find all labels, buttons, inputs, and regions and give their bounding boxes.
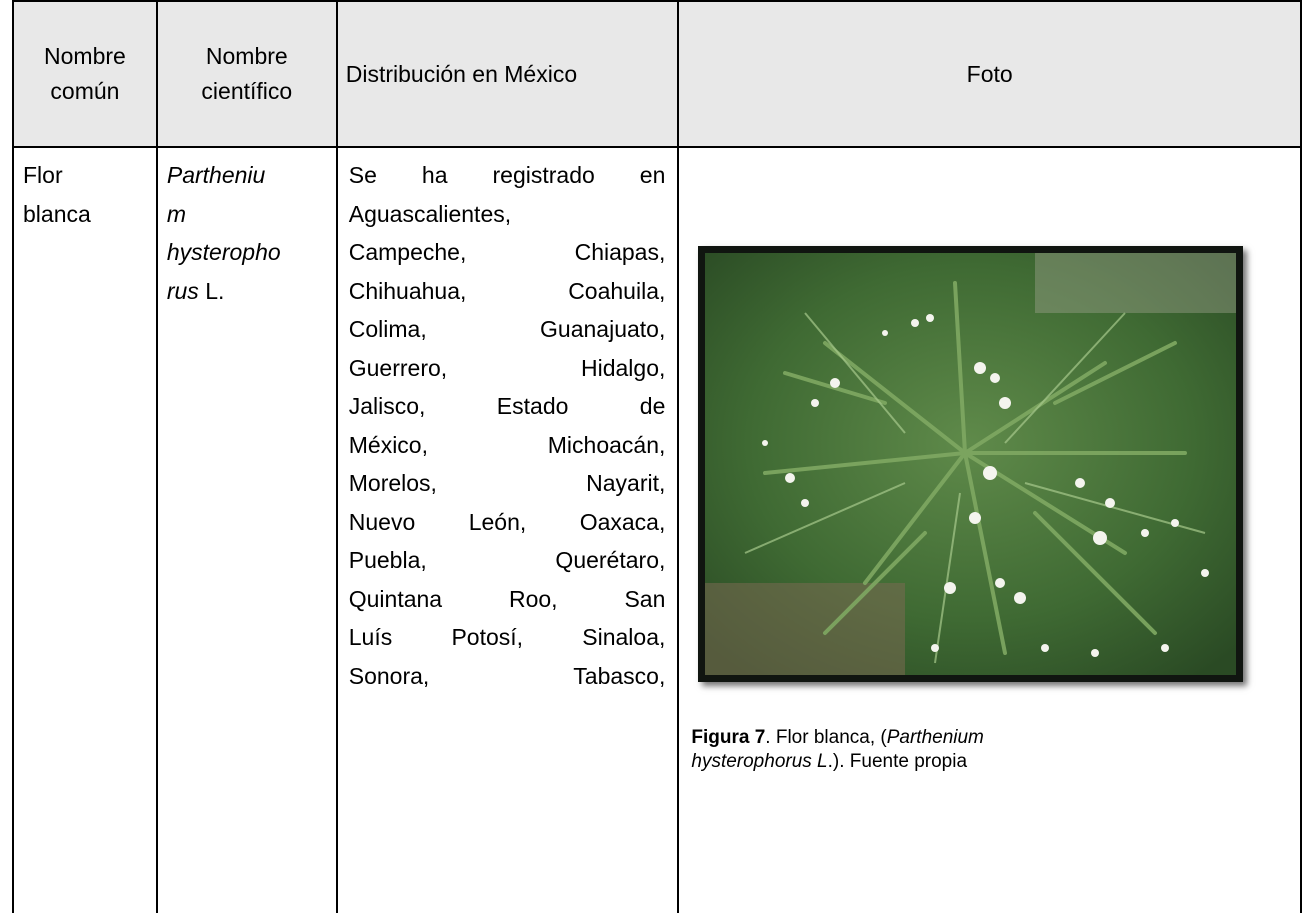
distribution-line: Morelos, Nayarit,	[348, 470, 666, 496]
distribution-line: Se ha registrado en	[348, 162, 666, 188]
header-photo: Foto	[677, 0, 1302, 148]
distribution-line: Quintana Roo, San	[348, 585, 666, 612]
table-row: Flor blanca Partheniu m hysteropho rus L…	[12, 146, 1302, 913]
distribution-line: México, Michoacán,	[348, 431, 666, 458]
header-scientific-name: Nombre científico	[155, 0, 338, 148]
distribution-line: Nuevo León, Oaxaca,	[348, 508, 666, 535]
distribution-line: Campeche, Chiapas,	[348, 239, 666, 265]
plant-photo-image	[705, 253, 1237, 675]
header-distribution: Distribución en México	[335, 0, 680, 148]
cell-scientific-name: Partheniu m hysteropho rus L.	[155, 146, 338, 913]
distribution-line: Guerrero, Hidalgo,	[348, 354, 666, 381]
cell-common-name: Flor blanca	[12, 146, 158, 913]
distribution-line: Aguascalientes,	[348, 200, 512, 227]
distribution-line: Jalisco, Estado de	[348, 393, 666, 419]
header-common-name: Nombre común	[12, 0, 158, 148]
distribution-line: Puebla, Querétaro,	[348, 547, 666, 573]
distribution-line: Chihuahua, Coahuila,	[348, 277, 666, 304]
distribution-line: Sonora, Tabasco,	[348, 662, 666, 689]
table-header-row: Nombre común Nombre científico Distribuc…	[12, 0, 1302, 148]
distribution-text: Se ha registrado en Aguascalientes, Campec…	[338, 148, 678, 695]
cell-distribution: Se ha registrado en Aguascalientes, Campec…	[335, 146, 680, 913]
plant-photo	[698, 246, 1244, 682]
distribution-line: Colima, Guanajuato,	[348, 316, 666, 342]
distribution-line: Luís Potosí, Sinaloa,	[348, 624, 666, 650]
species-table: Nombre común Nombre científico Distribuc…	[12, 0, 1302, 913]
